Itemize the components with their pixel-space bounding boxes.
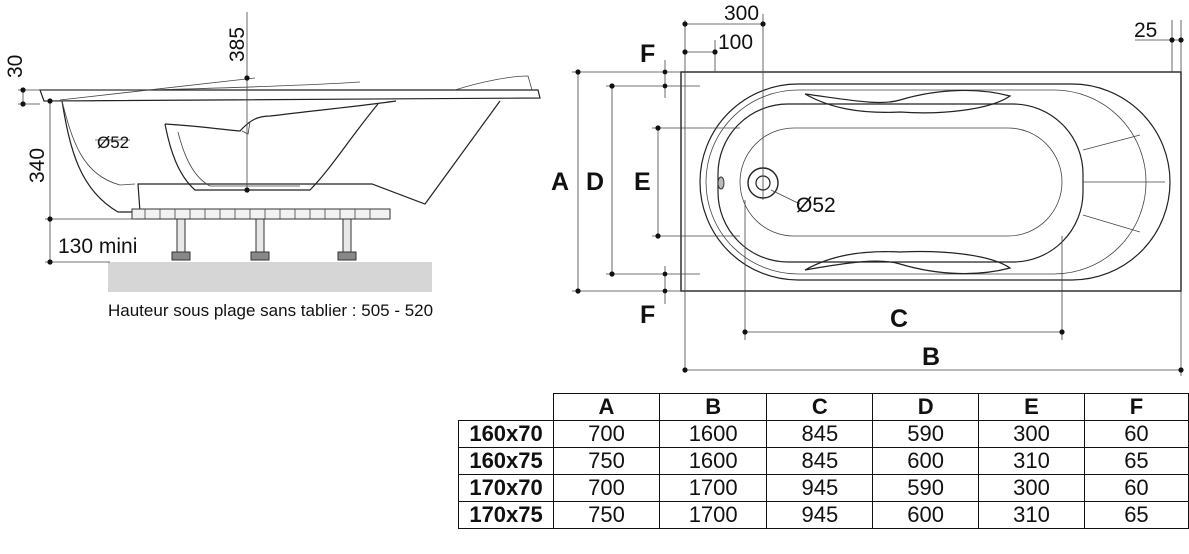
floor-clearance-label: 130 mini [58,235,137,258]
column-header-c: C [766,393,874,421]
side-view: 30 385 340 Ø52 130 mini Hauteur sous pla… [4,12,541,320]
table-cell: 1600 [658,420,768,448]
table-cell: 590 [872,420,980,448]
tub-body [61,100,501,213]
table-row: 170x75 750 1700 945 600 310 65 [457,501,1189,529]
label-F-bottom: F [640,301,655,329]
dim-drain-height: 385 [226,27,249,62]
table-cell: 945 [766,501,874,529]
table-row: 160x70 700 1600 845 590 300 60 [457,420,1189,448]
row-size: 170x75 [457,501,555,529]
table-cell: 65 [1083,447,1189,475]
dim-100: 100 [718,31,753,54]
table-cell: 600 [872,501,980,529]
dimension-table: A B C D E F 160x70 700 1600 845 590 300 … [457,393,1189,529]
table-cell: 845 [766,447,874,475]
support-legs [171,218,357,261]
table-cell: 590 [872,474,980,502]
table-cell: 1600 [658,447,768,475]
column-header-d: D [872,393,980,421]
tub-interior [164,100,397,132]
label-F-top: F [640,40,655,68]
table-cell: 310 [978,447,1085,475]
row-size: 160x75 [457,447,555,475]
column-header-a: A [553,393,660,421]
row-size: 170x70 [457,474,555,502]
top-view: 300 100 25 Ø52 A D E F F C B [551,2,1184,376]
row-size: 160x70 [457,420,555,448]
table-cell: 300 [978,474,1085,502]
column-header-b: B [658,393,768,421]
table-cell: 750 [553,447,660,475]
table-cell: 700 [553,474,660,502]
table-cell: 300 [978,420,1085,448]
side-drain-label: Ø52 [97,133,129,152]
table-cell: 60 [1083,420,1189,448]
table-cell: 1700 [658,501,768,529]
column-header-e: E [978,393,1085,421]
label-E: E [634,168,651,196]
table-cell: 1700 [658,474,768,502]
table-cell: 845 [766,420,874,448]
table-corner [458,393,555,421]
label-B: B [922,343,940,371]
table-cell: 600 [872,447,980,475]
table-header-row: A B C D E F [458,393,1189,421]
table-cell: 945 [766,474,874,502]
tub-outline [680,71,1182,292]
dim-top-lip: 30 [4,55,27,78]
bowl-outer [699,83,1171,281]
table-row: 170x70 700 1700 945 590 300 60 [457,474,1189,502]
table-cell: 60 [1083,474,1189,502]
label-C: C [890,305,908,333]
dim-300: 300 [724,2,759,25]
dim-25: 25 [1134,19,1157,42]
table-cell: 65 [1083,501,1189,529]
floor [108,262,432,292]
column-header-f: F [1083,393,1189,421]
table-row: 160x75 750 1600 845 600 310 65 [457,447,1189,475]
tub-rim [39,89,541,102]
table-cell: 750 [553,501,660,529]
dim-tub-depth: 340 [26,148,49,183]
height-note: Hauteur sous plage sans tablier : 505 - … [108,301,433,320]
table-cell: 310 [978,501,1085,529]
label-A: A [551,168,569,196]
label-D: D [586,168,604,196]
table-cell: 700 [553,420,660,448]
support-frame [131,208,391,220]
top-drain-label: Ø52 [796,194,836,217]
